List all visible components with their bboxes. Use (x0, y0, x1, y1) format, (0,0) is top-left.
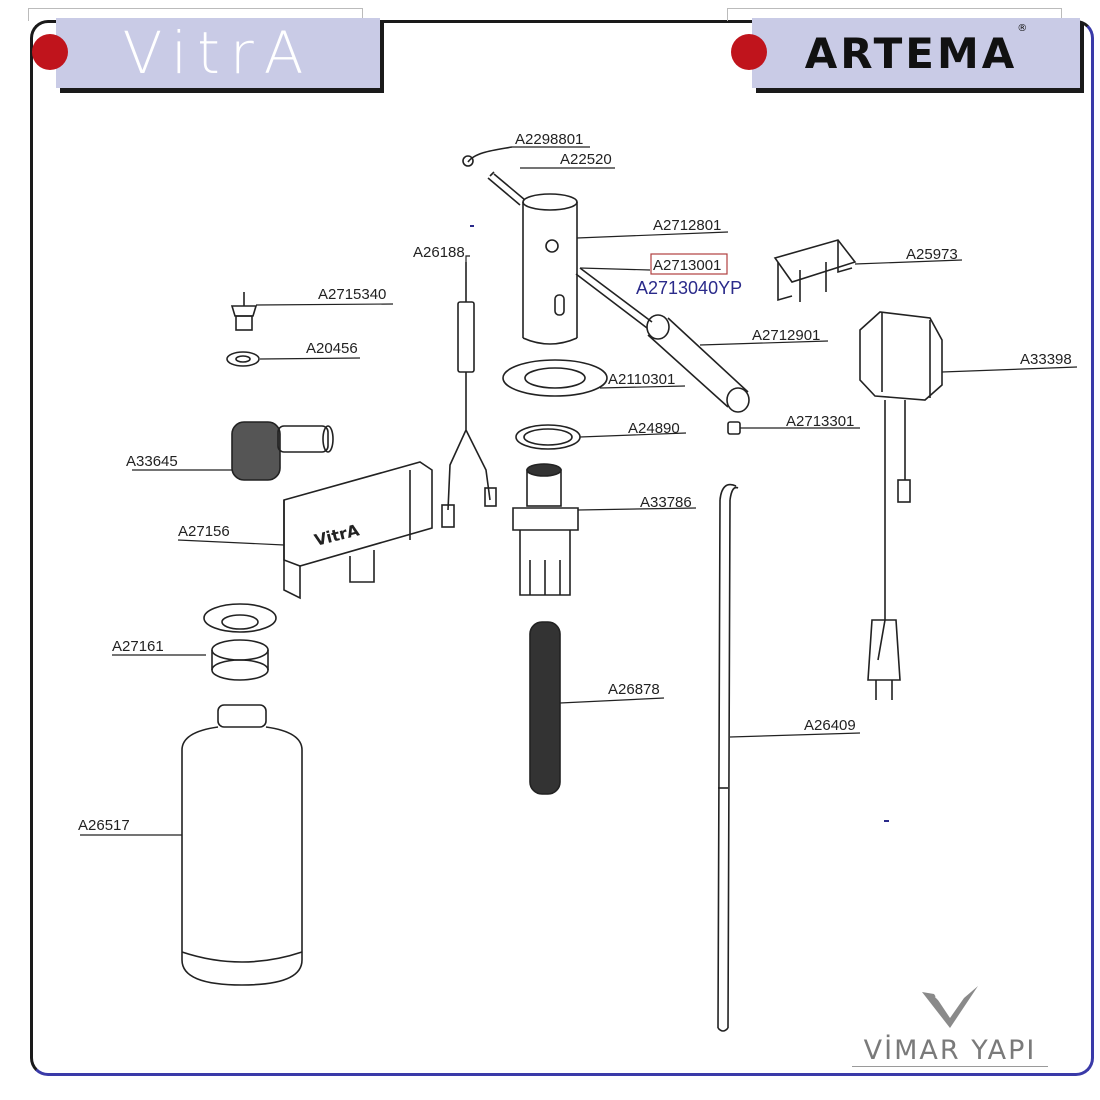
blue-mark (470, 225, 474, 227)
part-label: A27156 (178, 523, 230, 540)
part-label: A26188 (413, 244, 465, 261)
red-dot-icon (32, 34, 68, 70)
part-label: A2713301 (786, 413, 854, 430)
part-drawing-a26878 (529, 621, 561, 795)
part-label: A33398 (1020, 351, 1072, 368)
part-drawing-a2110301 (502, 359, 608, 397)
part-drawing-a2715340 (230, 292, 258, 331)
part-drawing-a33786 (512, 463, 579, 596)
part-drawing-a33398 (859, 311, 943, 700)
highlight-box (650, 253, 728, 275)
part-label: A26409 (804, 717, 856, 734)
vimar-yapi-logo-icon (922, 986, 978, 1028)
part-label: A24890 (628, 420, 680, 437)
part-drawing-a2298801 (462, 146, 513, 167)
part-drawing-a2712901 (646, 314, 750, 413)
part-label: A22520 (560, 151, 612, 168)
watermark-text: VİMAR YAPI (852, 1036, 1048, 1067)
part-drawing-a26409 (717, 483, 739, 1032)
red-dot-icon (731, 34, 767, 70)
part-drawing-a27161 (203, 603, 277, 681)
artema-logo-banner: ARTEMA® (752, 18, 1080, 88)
alt-part-label: A2713040YP (636, 278, 742, 298)
part-drawing-a22520 (487, 171, 526, 206)
diagram-frame (30, 20, 1094, 1076)
part-drawing-a26188 (441, 262, 497, 528)
artema-logo: ARTEMA® (804, 22, 1028, 78)
part-drawing-a2712801 (522, 193, 578, 345)
vitra-logo: VitrA (122, 19, 314, 87)
part-label: A2110301 (608, 371, 675, 388)
part-label: A25973 (906, 246, 958, 263)
vimar-yapi-watermark: VİMAR YAPI (852, 980, 1048, 1070)
part-drawing-a2713001 (575, 267, 653, 329)
part-drawing-a20456 (226, 351, 260, 367)
cover-logo: VitrA (312, 520, 361, 550)
part-label: A27161 (112, 638, 164, 655)
part-label: A33645 (126, 453, 178, 470)
blue-mark (884, 820, 889, 822)
vitra-logo-banner: VitrA (56, 18, 380, 88)
tab-outline-left (28, 8, 363, 21)
part-label: A33786 (640, 494, 692, 511)
part-drawing-a26517 (181, 704, 303, 986)
part-label: A2298801 (515, 131, 583, 148)
tab-outline-right (727, 8, 1062, 21)
part-drawing-a33645 (231, 421, 334, 481)
part-label: A20456 (306, 340, 358, 357)
part-label: A2712801 (653, 217, 721, 234)
part-label: A2715340 (318, 286, 386, 303)
part-drawing-a25973 (773, 239, 857, 302)
leader-lines (80, 146, 1078, 836)
part-drawing-a2713301 (727, 421, 741, 435)
part-drawing-a24890 (515, 424, 581, 450)
part-label: A2713001 (653, 257, 721, 274)
part-label: A2712901 (752, 327, 820, 344)
part-label: A26517 (78, 817, 130, 834)
part-label: A26878 (608, 681, 660, 698)
